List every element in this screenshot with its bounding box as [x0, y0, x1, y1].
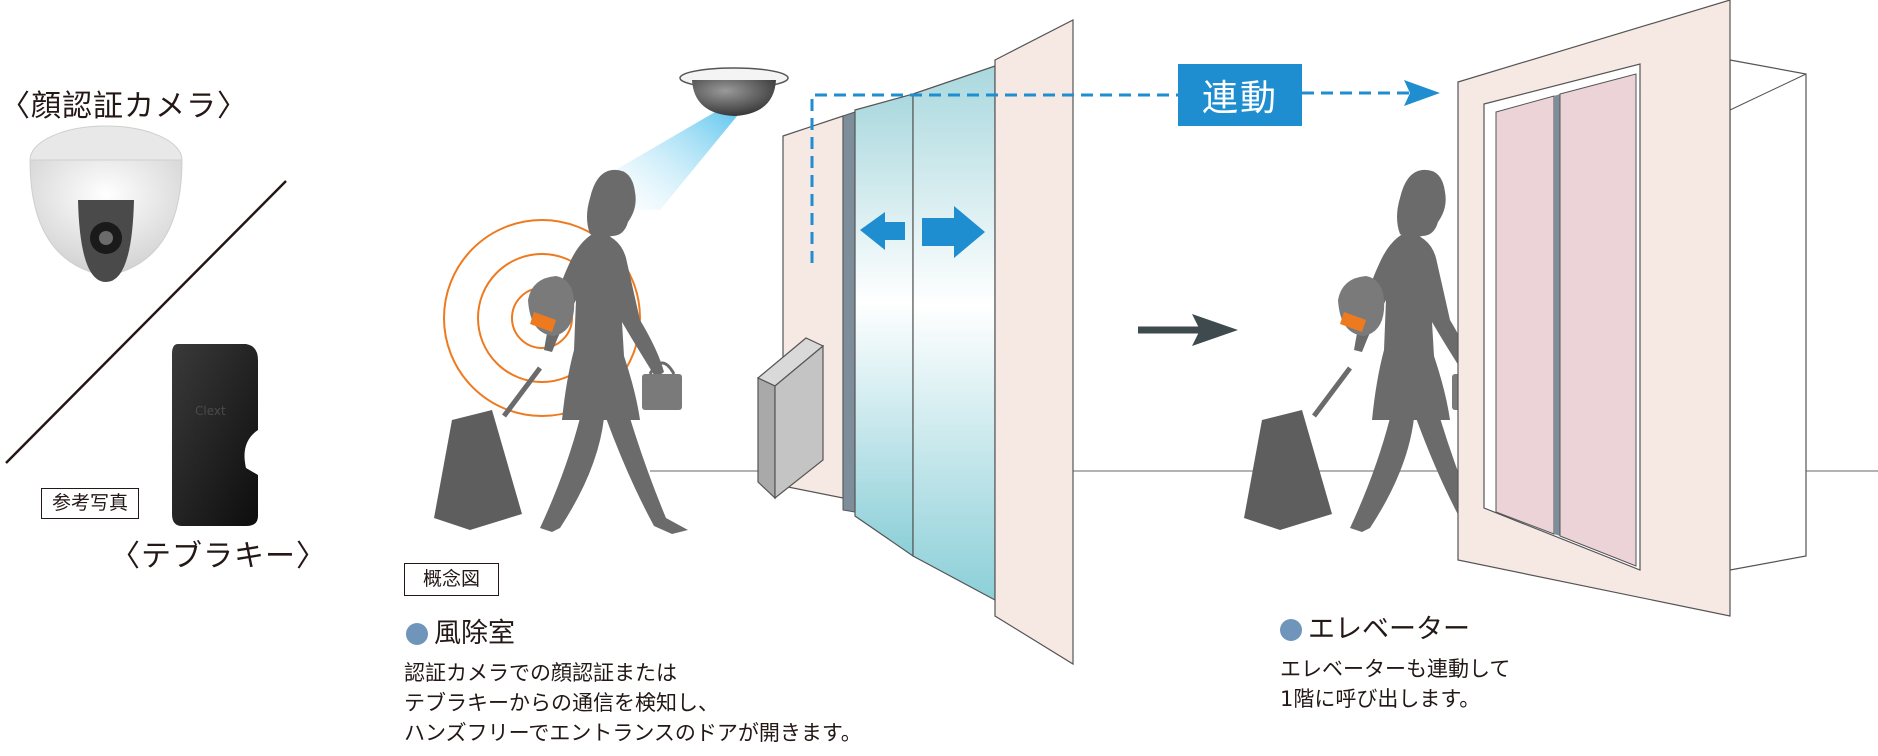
resident-silhouette-entrance — [434, 169, 688, 534]
bullet-dot-icon — [1280, 618, 1302, 641]
windbreak-room-title-text: 風除室 — [434, 618, 515, 649]
description-line: ハンズフリーでエントランスのドアが開きます。 — [404, 721, 862, 745]
svg-text:Clext: Clext — [195, 404, 226, 418]
windbreak-room-description: 認証カメラでの顔認証または テブラキーからの通信を検知し、 ハンズフリーでエント… — [404, 658, 862, 748]
door-open-arrow-left — [860, 212, 905, 250]
elevator-title: エレベーター — [1280, 616, 1470, 643]
elevator-description: エレベーターも連動して 1階に呼び出します。 — [1280, 654, 1510, 714]
bullet-dot-icon — [406, 622, 428, 645]
link-badge: 連動 — [1178, 64, 1302, 126]
progress-arrow — [1138, 314, 1238, 346]
door-open-arrow-right — [922, 206, 985, 258]
face-camera-label: 〈顔認証カメラ〉 — [0, 89, 248, 124]
elevator-title-text: エレベーター — [1308, 614, 1470, 645]
link-arrow-head — [1404, 80, 1440, 106]
face-camera-photo — [29, 125, 183, 282]
entrance-structure — [756, 19, 1074, 666]
divider-line — [5, 180, 287, 464]
elevator-structure — [1457, 0, 1807, 617]
description-line: 1階に呼び出します。 — [1280, 687, 1481, 711]
handsfree-key-label: 〈テブラキー〉 — [110, 539, 327, 574]
description-line: エレベーターも連動して — [1280, 657, 1511, 681]
handsfree-key-photo: Clext — [172, 344, 258, 526]
ceiling-camera — [612, 67, 789, 210]
resident-silhouette-elevator — [1244, 169, 1498, 534]
reference-photo-tag: 参考写真 — [41, 488, 140, 519]
windbreak-room-title: 風除室 — [406, 620, 515, 647]
description-line: テブラキーからの通信を検知し、 — [404, 691, 719, 715]
description-line: 認証カメラでの顔認証または — [404, 661, 677, 685]
concept-diagram-tag: 概念図 — [404, 563, 500, 596]
